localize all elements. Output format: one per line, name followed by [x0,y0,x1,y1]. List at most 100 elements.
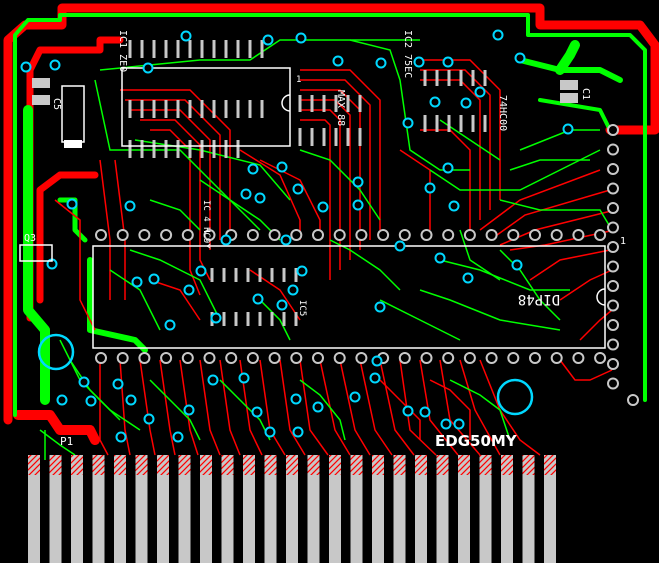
via [49,59,61,71]
via [292,426,304,438]
via [394,240,406,252]
connector-finger [157,455,169,563]
via [375,57,387,69]
connector-finger-hatch [286,455,298,475]
transistor-q3 [19,244,53,262]
connector-finger [92,455,105,563]
via [115,431,127,443]
pin1-label: 1 [620,236,626,247]
dip-pad [529,352,541,364]
connector-finger-hatch [393,455,406,475]
dip-pad [529,229,541,241]
via [280,234,292,246]
via [352,176,364,188]
header-pad [607,338,619,351]
smd-chip-u2 [298,95,362,146]
via [183,284,195,296]
via [369,372,381,384]
via [434,252,446,264]
dip-pad [442,352,455,364]
smd-chip-u3 [423,70,487,132]
dip-pad [225,352,238,364]
connector-finger-hatch [522,455,535,475]
connector-finger [372,455,384,563]
connector-finger [200,455,212,563]
header-pad [607,202,619,214]
via [429,96,441,108]
connector-finger-hatch [501,455,513,475]
connector-finger [286,455,298,563]
header-pad [607,221,619,234]
via [460,97,472,109]
dip-pad [398,229,411,241]
dip-pad [246,352,259,364]
connector-finger [28,455,40,563]
dip-pad [572,352,585,364]
vias [20,29,574,443]
connector-finger [329,455,341,563]
via [207,374,219,386]
chip-label: DIP48 [518,291,560,307]
header-pad [607,260,619,273]
ic-top-text-1: IC1 ZE0 [117,30,128,72]
p1-label: P1 [60,435,73,448]
header-pad [607,143,619,156]
dip-pad [181,352,194,364]
connector-finger-hatch [71,455,83,475]
capacitor-c1 [560,80,578,103]
connector-finger [393,455,406,563]
via [413,56,425,68]
dip-pad [268,229,281,241]
connector-finger-hatch [178,455,191,475]
ic-mid-text: IC 4 HC9Y [201,200,211,249]
ic-right-text-2: 74HC00 [497,95,508,131]
connector-finger-hatch [49,455,62,475]
header-pad [607,280,619,292]
via [210,312,222,324]
via [66,198,78,210]
via [462,272,474,284]
ic-top-text-2: MAX 88 [335,90,346,126]
via [240,188,252,200]
dip-pad [160,229,173,241]
connector-finger [522,455,535,563]
via [264,426,276,438]
via [312,401,324,413]
via [332,55,344,67]
via [143,413,155,425]
via [442,162,454,174]
dip-pad [290,229,303,241]
dip-pad [355,352,368,364]
dip48-pads [95,229,607,364]
connector-finger-hatch [114,455,126,475]
dip-pad [333,229,346,241]
via [295,32,307,44]
connector-finger-hatch [436,455,449,475]
via [424,182,436,194]
dip-pad [420,229,433,241]
via [180,30,192,42]
via [292,183,304,195]
via [453,418,465,430]
via [56,394,68,406]
connector-finger [49,455,62,563]
dip-pad [550,229,563,241]
dip-pad [463,229,476,241]
connector-finger [71,455,83,563]
dip-pad [485,352,498,364]
dip-pad [550,352,563,364]
dip-pad [377,229,390,241]
header-pad [607,124,619,136]
via [317,201,329,213]
dip-pad [138,352,151,364]
header-pad [607,319,619,331]
header-pad [627,394,639,406]
dip-pad [312,352,324,364]
q3-label: Q3 [24,233,36,244]
connector-finger [458,455,470,563]
via [251,406,263,418]
via [419,406,431,418]
dip-pad [355,229,368,241]
ic-small-text: IC5 [297,300,307,316]
